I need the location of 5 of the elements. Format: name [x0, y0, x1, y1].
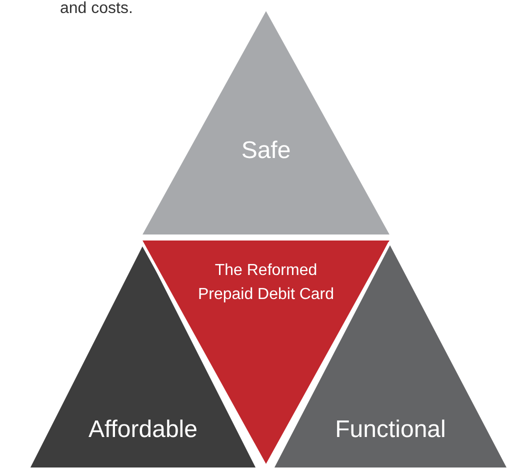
text-fragment: and costs.	[60, 0, 133, 18]
triangle-label: The Reformed Prepaid Debit Card	[196, 261, 336, 305]
triangle-label: Safe	[240, 136, 292, 166]
triangle-label: Functional	[334, 415, 447, 445]
triangle-label: Affordable	[88, 415, 198, 445]
